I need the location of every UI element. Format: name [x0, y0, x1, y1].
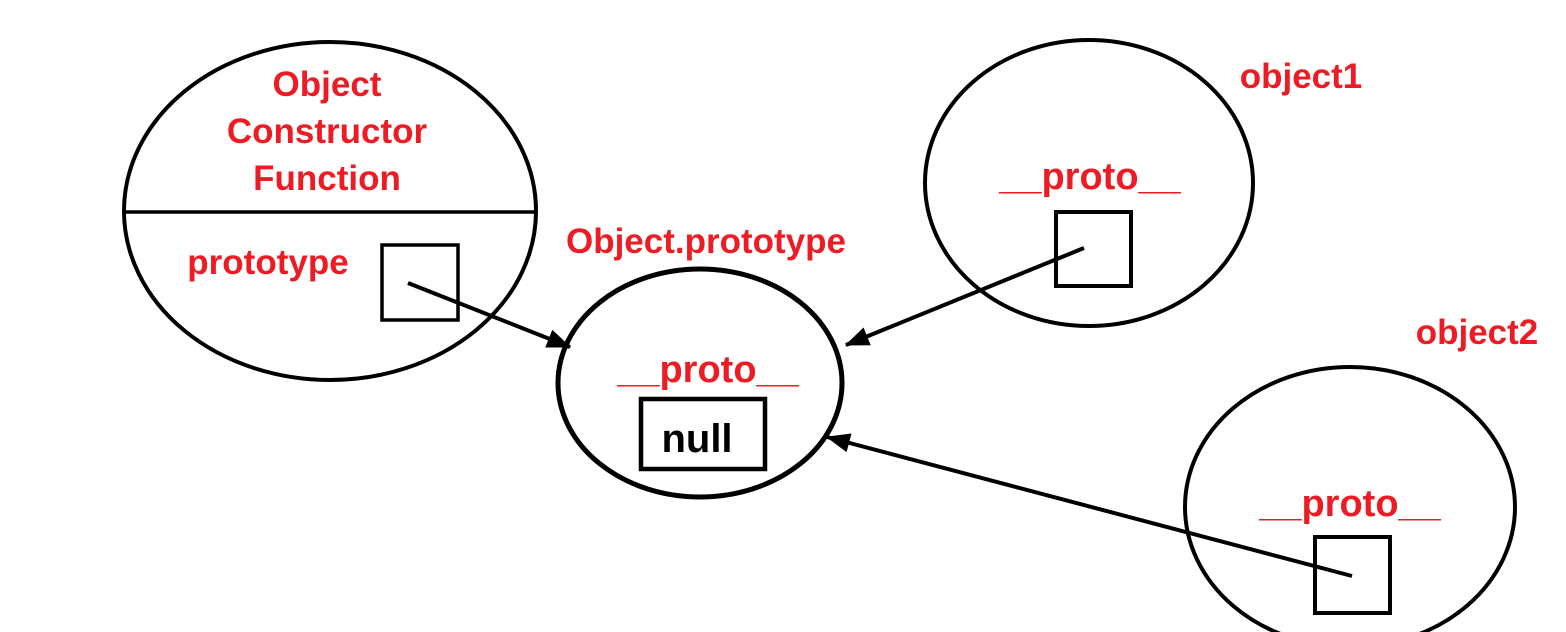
arrow-constructor-to-object-prototype — [407, 281, 572, 349]
null-value-label: null — [661, 417, 732, 461]
prototype-property-label: prototype — [187, 243, 348, 282]
prototype-slot-box — [380, 243, 460, 322]
object1-slot-box — [1054, 210, 1133, 288]
object1-node: object1 __proto__ — [923, 38, 1363, 328]
object-prototype-title: Object.prototype — [566, 222, 846, 261]
object1-proto-label: __proto__ — [998, 156, 1181, 198]
constructor-title-line1: Object — [273, 65, 382, 104]
object2-slot-box — [1313, 535, 1392, 615]
object2-ellipse — [1183, 365, 1517, 632]
object2-proto-label: __proto__ — [1258, 483, 1441, 525]
object1-ellipse — [923, 38, 1255, 328]
constructor-title-line3: Function — [253, 159, 401, 198]
object-prototype-ellipse — [555, 266, 845, 500]
object-prototype-proto-label: __proto__ — [616, 349, 799, 391]
constructor-title-line2: Constructor — [227, 112, 428, 151]
arrow-object2-to-object-prototype — [825, 433, 1353, 578]
object2-title: object2 — [1416, 313, 1539, 352]
object-constructor-node: Object Constructor Function prototype — [122, 40, 538, 382]
object1-title: object1 — [1240, 57, 1363, 96]
object-prototype-node: Object.prototype __proto__ null — [555, 222, 846, 500]
null-value-box — [638, 396, 768, 472]
object2-node: object2 __proto__ — [1183, 313, 1539, 632]
arrow-object1-to-object-prototype — [844, 246, 1085, 347]
